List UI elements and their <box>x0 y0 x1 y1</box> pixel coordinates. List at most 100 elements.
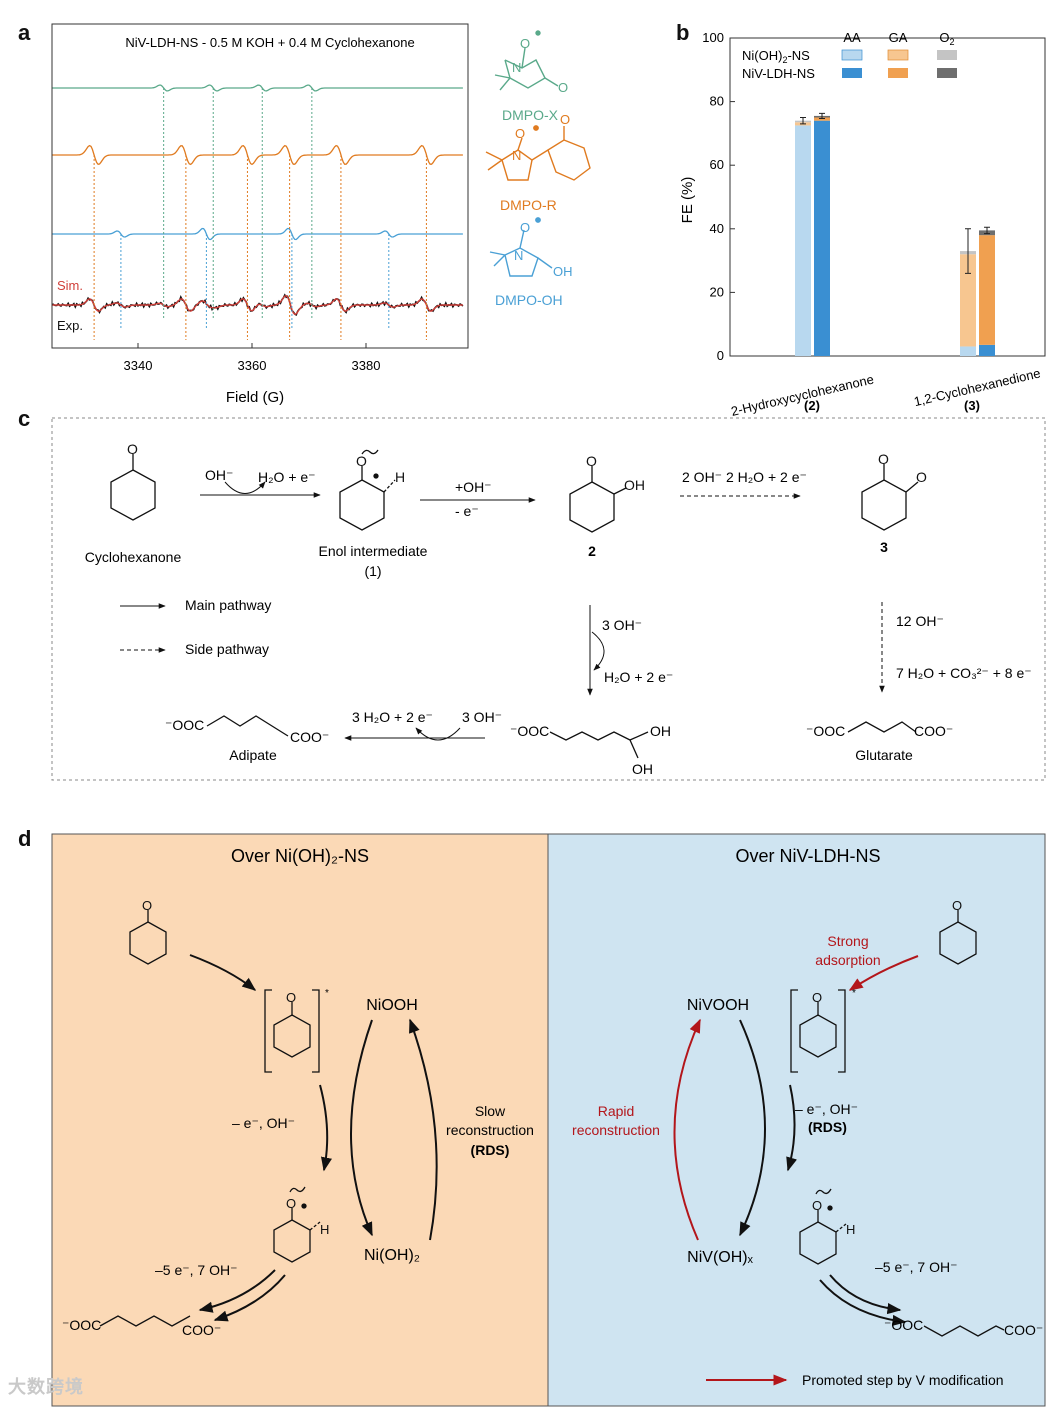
x-tick-3380: 3380 <box>352 358 381 373</box>
compound-3-o2-atom: O <box>916 469 927 485</box>
cyclohexanone-structure: O <box>110 441 156 521</box>
left-adsorbed-ketone: O <box>264 989 320 1073</box>
dmpo-oh-structure: O N OH <box>489 217 573 279</box>
panel-letter-b: b <box>676 20 690 45</box>
epr-spectra-figure: NiV-LDH-NS - 0.5 M KOH + 0.4 M Cyclohexa… <box>51 23 591 406</box>
bar-plot-frame <box>729 37 1046 357</box>
gem-diol-oh1: OH <box>650 723 671 739</box>
glutarate-chain <box>847 721 917 733</box>
right-reconstruction-arrow <box>673 1018 701 1241</box>
fe-y-axis-label: FE (%) <box>679 177 696 224</box>
compound-2-o-atom: O <box>586 453 597 469</box>
left-adsorbed-o: O <box>286 990 296 1005</box>
left-step2-label: –5 e⁻, 7 OH⁻ <box>155 1262 237 1278</box>
cyclohexanone-o-atom: O <box>127 441 138 457</box>
right-rds: (RDS) <box>808 1119 847 1135</box>
r2-top: +OH⁻ <box>455 479 492 495</box>
compound-2-label: 2 <box>588 543 596 559</box>
dmpo-x-o-atom: O <box>520 36 530 51</box>
right-step2-label: –5 e⁻, 7 OH⁻ <box>875 1259 957 1275</box>
legend-swatch-ga-nioh2 <box>887 49 909 61</box>
dmpo-x-o2-atom: O <box>558 80 568 95</box>
enol-number: (1) <box>364 563 381 579</box>
r6-right: 3 OH⁻ <box>462 709 502 725</box>
dmpo-r-ketone-o: O <box>560 112 570 127</box>
dmpo-x-structure: O N O <box>494 30 568 95</box>
dmpo-r-n-atom: N <box>512 148 521 163</box>
rapid-reconstruction-line1: Rapid <box>598 1103 635 1119</box>
legend-row-nivldh: NiV-LDH-NS <box>742 66 815 81</box>
legend-row-nioh2: Ni(OH)2-NS <box>742 48 810 65</box>
legend-header-o2: O2 <box>939 30 954 47</box>
r1-product: H₂O + e⁻ <box>258 469 316 485</box>
adipate-right: COO⁻ <box>290 729 329 745</box>
y-tick-label: 0 <box>717 348 724 363</box>
compound-3-structure: O O <box>861 451 927 531</box>
left-adsorbed-star: * <box>325 988 329 999</box>
legend-header-ga: GA <box>889 30 908 45</box>
dmpo-x-label: DMPO-X <box>502 107 559 123</box>
left-adsorption-arrow <box>189 954 257 991</box>
adipate-chain <box>206 715 289 737</box>
right-adsorbed-ketone: O <box>790 989 846 1073</box>
compound-2-oh-group: OH <box>624 477 645 493</box>
right-adipate-right: COO⁻ <box>1004 1322 1043 1338</box>
right-adipate-left: ⁻OOC <box>884 1317 923 1333</box>
dmpo-x-n-atom: N <box>512 60 521 75</box>
left-niooh: NiOOH <box>366 997 418 1014</box>
left-title: Over Ni(OH)₂-NS <box>231 846 369 866</box>
legend-swatch-o2-nioh2 <box>937 50 957 60</box>
legend-swatch-aa-nivldh <box>842 68 862 78</box>
panel-letter-a: a <box>18 20 31 45</box>
left-step2-arrow-a <box>198 1269 276 1313</box>
simulated-trace <box>52 294 463 316</box>
scheme-frame <box>51 417 1046 781</box>
r4-top: 3 OH⁻ <box>602 617 642 633</box>
left-reconstruction-arrow <box>409 1018 438 1241</box>
error-bar <box>819 112 825 119</box>
epr-x-axis: 3340 3360 3380 Field (G) <box>124 343 381 406</box>
dmpo-r-trace <box>52 144 463 166</box>
bar-aa-nivldh-0 <box>814 120 830 357</box>
mechanism-diagram: Over Ni(OH)₂-NS Over NiV-LDH-NS O O * Ni… <box>51 833 1046 1407</box>
x-axis-label: Field (G) <box>226 389 284 406</box>
r5-bottom: 7 H₂O + CO₃²⁻ + 8 e⁻ <box>896 665 1032 681</box>
dmpo-x-trace <box>52 84 463 92</box>
adipate-label: Adipate <box>229 747 277 763</box>
adipate-left: ⁻OOC <box>165 717 204 733</box>
dmpo-oh-n-atom: N <box>514 248 523 263</box>
right-nivohx: NiV(OH)ₓ <box>687 1249 753 1266</box>
compound-3-label: 3 <box>880 539 888 555</box>
cyclohexanone-label: Cyclohexanone <box>85 549 182 565</box>
right-oxidation-arrow <box>739 1019 766 1237</box>
right-cyclohexanone-o: O <box>952 898 962 913</box>
gem-diol-chain <box>549 731 631 741</box>
right-title: Over NiV-LDH-NS <box>735 846 880 866</box>
enol-label: Enol intermediate <box>319 543 428 559</box>
rapid-reconstruction-line2: reconstruction <box>572 1122 660 1138</box>
error-bar <box>984 226 990 235</box>
panel-letter-d: d <box>18 826 32 851</box>
left-step1-label: – e⁻, OH⁻ <box>232 1115 295 1131</box>
reaction-scheme: O Cyclohexanone OH⁻ H₂O + e⁻ O H Enol in… <box>51 417 1046 781</box>
y-tick-label: 100 <box>702 30 724 45</box>
category-id-3: (3) <box>964 398 980 413</box>
bar-ga-nioh2-1 <box>960 254 976 347</box>
enol-structure: O H <box>339 449 405 531</box>
dmpo-oh-o-atom: O <box>520 220 530 235</box>
bar-ga-nivldh-0 <box>814 117 830 121</box>
left-enol-h: H <box>320 1222 329 1237</box>
enol-o-atom: O <box>356 453 367 469</box>
compound-3-o1-atom: O <box>878 451 889 467</box>
legend-swatch-o2-nivldh <box>937 68 957 78</box>
watermark-text: 大数跨境 <box>8 1377 84 1397</box>
right-enol-o: O <box>812 1198 822 1213</box>
left-enol: O H <box>273 1186 329 1263</box>
glutarate-label: Glutarate <box>855 747 913 763</box>
dmpo-r-label: DMPO-R <box>500 197 557 213</box>
left-step2-arrow-b <box>213 1274 286 1322</box>
fe-legend: AA GA O2 Ni(OH)2-NS NiV-LDH-NS <box>742 30 957 81</box>
legend-main-label: Main pathway <box>185 597 271 613</box>
r6-left: 3 H₂O + 2 e⁻ <box>352 709 433 725</box>
